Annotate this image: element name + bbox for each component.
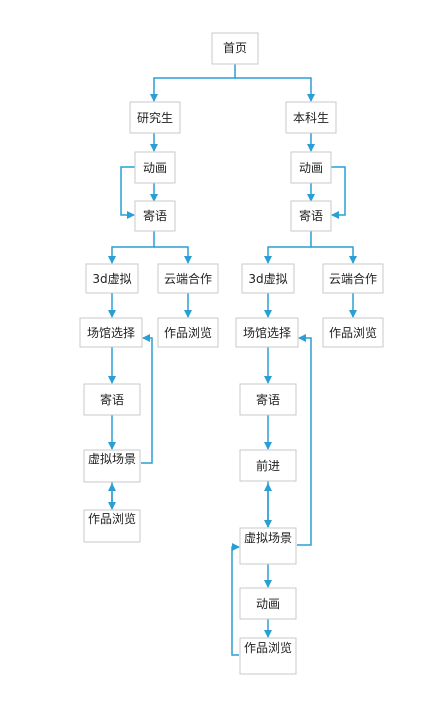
node-under-forward[interactable]: 前进 (239, 449, 297, 482)
edge-uworks2-back-vscene (231, 543, 240, 656)
edge-home-grad (150, 64, 236, 102)
node-undergrad[interactable]: 本科生 (285, 101, 337, 134)
node-grad-venue-label: 场馆选择 (87, 325, 135, 340)
edge-umsg-3d (264, 231, 312, 264)
node-grad-msg[interactable]: 寄语 (134, 200, 176, 232)
node-under-3d[interactable]: 3d虚拟 (241, 263, 295, 294)
node-undergrad-label: 本科生 (293, 111, 329, 125)
connectors (108, 64, 357, 656)
node-grad-vscene[interactable]: 虚拟场景 (83, 449, 141, 483)
node-under-vscene-label: 虚拟场景 (243, 531, 292, 545)
nodes: 首页 研究生 动画 寄语 3d虚拟 云端合作 场馆选择 作品浏览 (79, 32, 384, 675)
edge-home-undergrad (235, 77, 315, 102)
edge-undergrad-bypass-msg (330, 166, 346, 219)
node-home-label: 首页 (223, 41, 247, 55)
node-under-msg2[interactable]: 寄语 (239, 383, 297, 416)
node-under-anim[interactable]: 动画 (290, 151, 332, 184)
node-home[interactable]: 首页 (211, 32, 259, 65)
node-grad-works2[interactable]: 作品浏览 (83, 509, 141, 543)
node-grad[interactable]: 研究生 (129, 101, 181, 134)
node-under-works2[interactable]: 作品浏览 (239, 637, 297, 675)
node-grad-venue[interactable]: 场馆选择 (79, 317, 143, 348)
node-grad-anim[interactable]: 动画 (134, 151, 176, 184)
node-under-cloud-label: 云端合作 (329, 271, 377, 286)
edge-gmsg-cloud (154, 246, 192, 264)
node-grad-vscene-label: 虚拟场景 (87, 452, 136, 466)
node-grad-works-browse[interactable]: 作品浏览 (157, 317, 219, 348)
node-grad-works2-label: 作品浏览 (87, 512, 136, 526)
node-under-msg[interactable]: 寄语 (290, 200, 332, 232)
node-grad-label: 研究生 (137, 110, 173, 125)
node-under-works2-label: 作品浏览 (243, 641, 292, 655)
node-grad-cloud[interactable]: 云端合作 (157, 263, 219, 294)
node-under-msg2-label: 寄语 (256, 392, 280, 407)
edge-uvscene-back-venue (297, 334, 312, 546)
node-grad-msg2-label: 寄语 (100, 392, 124, 407)
node-under-forward-label: 前进 (256, 458, 280, 473)
node-under-venue[interactable]: 场馆选择 (235, 317, 299, 348)
node-under-msg-label: 寄语 (299, 208, 323, 223)
node-under-works-browse[interactable]: 作品浏览 (322, 317, 384, 348)
node-grad-works-browse-label: 作品浏览 (164, 325, 212, 340)
node-under-venue-label: 场馆选择 (243, 325, 291, 340)
node-grad-msg2[interactable]: 寄语 (83, 383, 141, 416)
node-under-anim2-label: 动画 (256, 597, 280, 611)
node-under-vscene[interactable]: 虚拟场景 (239, 527, 297, 565)
edge-gvscene-back-venue (141, 334, 153, 464)
node-under-anim2[interactable]: 动画 (239, 587, 297, 620)
edge-umsg-cloud (311, 246, 357, 264)
node-grad-msg-label: 寄语 (143, 208, 167, 223)
node-under-works-browse-label: 作品浏览 (329, 325, 377, 340)
node-under-anim-label: 动画 (299, 161, 323, 175)
node-grad-3d[interactable]: 3d虚拟 (85, 263, 139, 294)
node-grad-anim-label: 动画 (143, 161, 167, 175)
edge-grad-bypass-msg (120, 166, 135, 219)
node-under-3d-label: 3d虚拟 (248, 272, 287, 286)
node-grad-cloud-label: 云端合作 (164, 271, 212, 286)
node-under-cloud[interactable]: 云端合作 (322, 263, 384, 294)
node-grad-3d-label: 3d虚拟 (92, 272, 131, 286)
edge-gmsg-3d (108, 231, 155, 264)
